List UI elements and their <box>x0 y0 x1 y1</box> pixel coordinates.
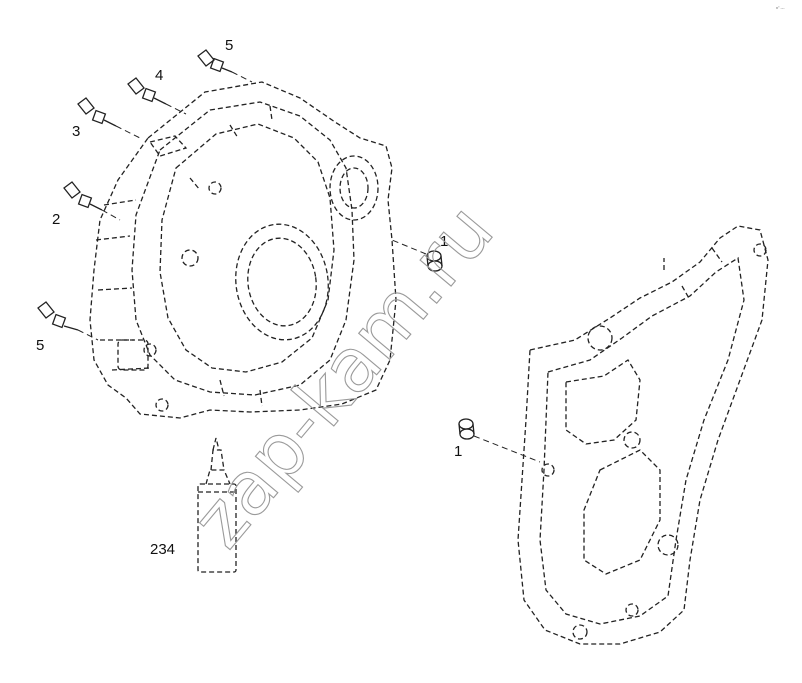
watermark: zap-kam.ru <box>176 188 510 563</box>
bolt-icon <box>37 49 253 341</box>
callout-234: 234 <box>150 541 175 558</box>
corner-mark: x" --- <box>776 5 785 10</box>
callout-5-left: 5 <box>36 337 44 354</box>
callout-1-housing: 1 <box>440 233 448 250</box>
dowel-pin-icon <box>391 239 541 463</box>
sealant-tube-icon <box>197 437 237 573</box>
callout-3: 3 <box>72 123 80 140</box>
front-plate <box>517 225 769 645</box>
flywheel-housing <box>89 81 397 419</box>
callout-1-plate: 1 <box>454 443 462 460</box>
callout-5-top: 5 <box>225 37 233 54</box>
callout-2: 2 <box>52 211 60 228</box>
callout-4: 4 <box>155 67 163 84</box>
